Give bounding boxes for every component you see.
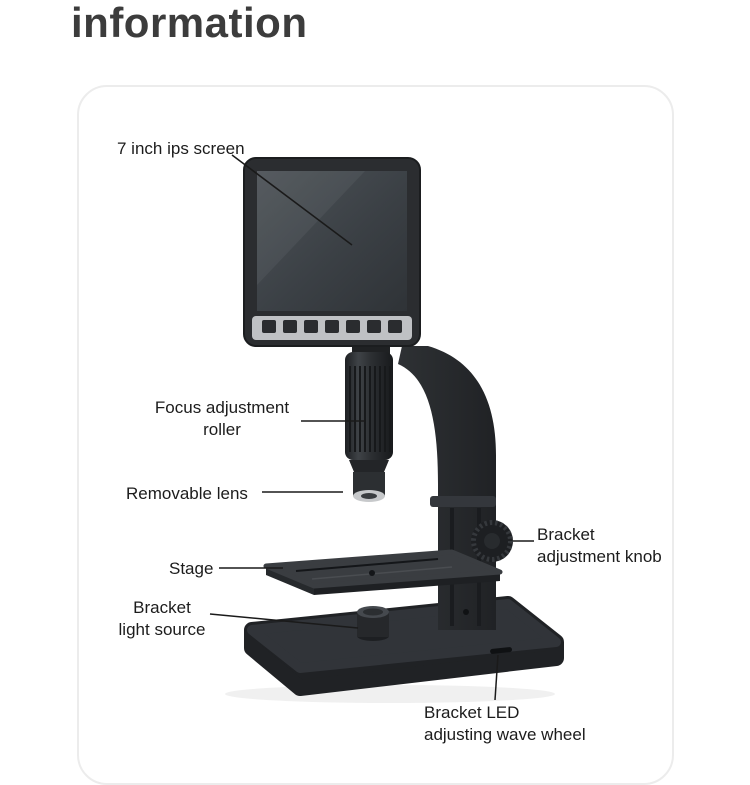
callout-light-source: Bracket light source [108, 597, 216, 641]
microscope-base [244, 596, 564, 696]
callout-focus-line2: roller [203, 420, 241, 440]
callout-knob-line1: Bracket [537, 525, 595, 544]
callout-adjustment-knob: Bracket adjustment knob [537, 524, 682, 568]
callout-wave-line1: Bracket LED [424, 703, 520, 722]
stage-platform [263, 549, 503, 595]
callout-knob-line2: adjustment knob [537, 547, 662, 567]
bracket-light-source-knob [357, 606, 389, 641]
callout-screen: 7 inch ips screen [117, 139, 245, 158]
leader-screen [231, 154, 353, 246]
leader-lines [209, 154, 534, 701]
seven-inch-screen [243, 157, 421, 347]
page-title: information [71, 0, 308, 46]
leader-light [209, 613, 359, 629]
led-wave-wheel [490, 647, 513, 654]
leader-wave [494, 654, 499, 701]
callout-light-line1: Bracket [133, 598, 191, 617]
callout-focus: Focus adjustment roller [147, 397, 297, 441]
screen-buttons [262, 320, 402, 333]
callout-focus-line1: Focus adjustment [154, 398, 290, 417]
callout-wave-wheel: Bracket LED adjusting wave wheel [424, 702, 624, 746]
callout-wave-line2: adjusting wave wheel [424, 725, 586, 745]
microscope-illustration [209, 154, 564, 703]
callout-light-line2: light source [118, 620, 206, 640]
focus-adjustment-roller [345, 352, 393, 472]
bracket-adjustment-knob [471, 520, 513, 562]
callout-stage: Stage [169, 559, 214, 578]
base-shadow [225, 685, 555, 703]
callout-lens: Removable lens [126, 484, 248, 503]
removable-lens [353, 472, 385, 502]
